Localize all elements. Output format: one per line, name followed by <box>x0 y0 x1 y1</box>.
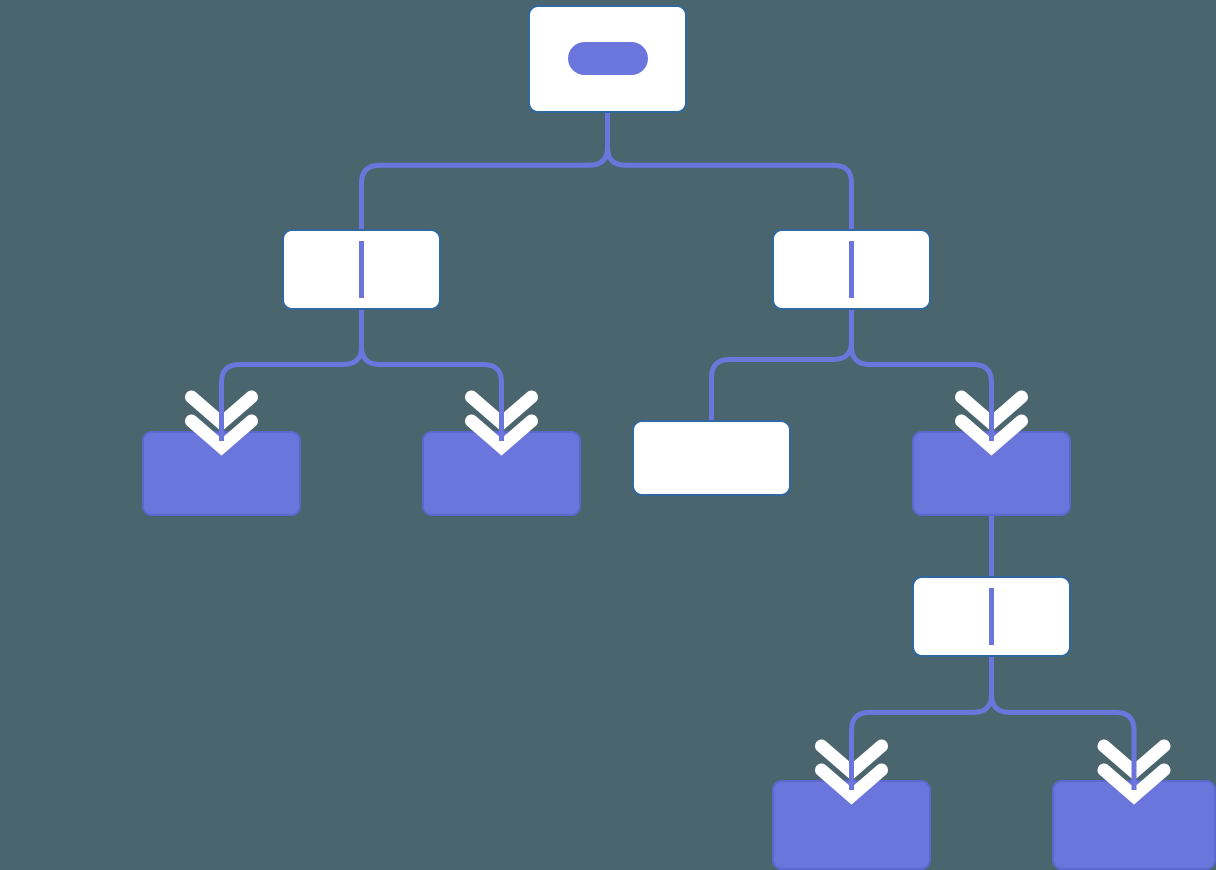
diagram-node-n3[interactable] <box>772 229 931 310</box>
connector-e6 <box>849 310 994 431</box>
diagram-node-n9[interactable] <box>772 780 931 870</box>
node-label-pill <box>568 42 648 75</box>
connector-e5 <box>709 310 854 420</box>
connector-e9 <box>989 657 1137 780</box>
diagram-node-n7[interactable] <box>912 431 1071 516</box>
connector-e3 <box>219 310 364 431</box>
diagram-node-n10[interactable] <box>1052 780 1216 870</box>
diagram-node-n2[interactable] <box>282 229 441 310</box>
diagram-node-n8[interactable] <box>912 576 1071 657</box>
connector-e2 <box>605 113 854 229</box>
diagram-node-n4[interactable] <box>142 431 301 516</box>
diagram-node-n6[interactable] <box>632 420 791 496</box>
diagram-node-n1[interactable] <box>528 5 687 113</box>
connector-e4 <box>359 310 504 431</box>
connector-e1 <box>359 113 610 229</box>
connector-e8 <box>849 657 994 780</box>
diagram-node-n5[interactable] <box>422 431 581 516</box>
